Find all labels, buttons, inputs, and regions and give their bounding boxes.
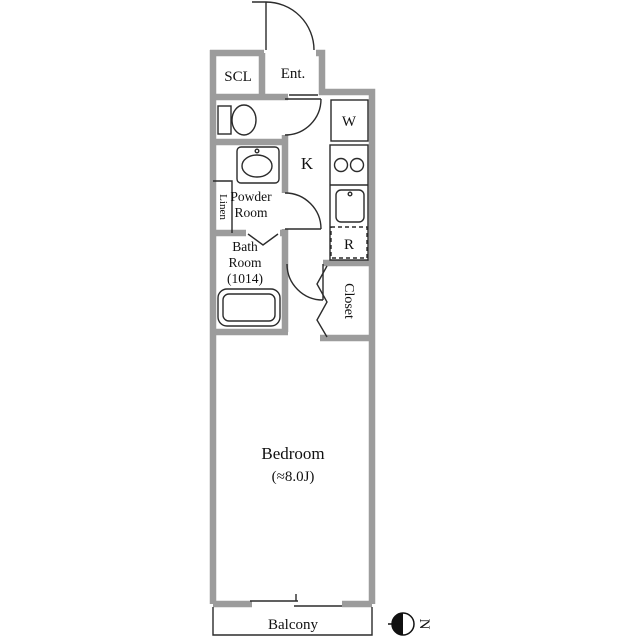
bedroom-label-line2: (≈8.0J) (272, 469, 315, 485)
bedroom-label-line1: Bedroom (261, 444, 324, 463)
scl-label: SCL (224, 69, 252, 85)
linen-label: Linen (217, 194, 229, 220)
closet-label: Closet (341, 283, 356, 319)
washer-label: W (342, 114, 357, 130)
kitchen-sink-icon (335, 189, 365, 223)
powder-room-label-line1: Powder (230, 189, 272, 204)
toilet-bowl-icon (231, 104, 257, 136)
bathtub-outer-icon (217, 288, 281, 327)
fridge-space-dashed (330, 226, 368, 259)
bath-room-label-line3: (1014) (227, 271, 263, 286)
toilet-tank-icon (217, 105, 232, 135)
closet-folding-door (316, 265, 328, 338)
washer-pan (330, 99, 369, 142)
outer-walls (209, 49, 376, 608)
bath-room-label-line2: Room (228, 255, 262, 270)
compass: N (388, 612, 432, 636)
fixtures (217, 99, 369, 327)
stove-burner-right-icon (349, 157, 365, 173)
vanity-basin-icon (241, 154, 273, 178)
balcony-outline (212, 607, 373, 636)
compass-north-letter: N (416, 619, 432, 630)
vanity-counter-icon (236, 146, 280, 184)
bathtub-inner-icon (222, 293, 276, 322)
toilet-door-arc (284, 98, 322, 136)
stove-burner-left-icon (333, 157, 349, 173)
walls (209, 49, 376, 608)
balcony-sliding-door (250, 594, 342, 607)
bath-folding-door (247, 233, 279, 246)
powder-door-arc (284, 192, 322, 230)
ent-label: Ent. (281, 66, 306, 82)
kitchen-label: K (301, 154, 314, 173)
fridge-label: R (344, 237, 354, 253)
vanity-faucet-icon (254, 148, 260, 154)
thin-lines (212, 1, 373, 636)
powder-room-label-line2: Room (234, 205, 268, 220)
kitchen-counter (329, 144, 369, 261)
linen-partition (213, 180, 233, 233)
balcony-label: Balcony (268, 617, 318, 633)
entrance-door-arc (252, 1, 315, 51)
bath-room-label-line1: Bath (232, 239, 258, 254)
room-labels: SCL Ent. W K R Powder Room Linen Bath Ro… (217, 66, 357, 633)
sink-faucet-icon (347, 191, 353, 197)
